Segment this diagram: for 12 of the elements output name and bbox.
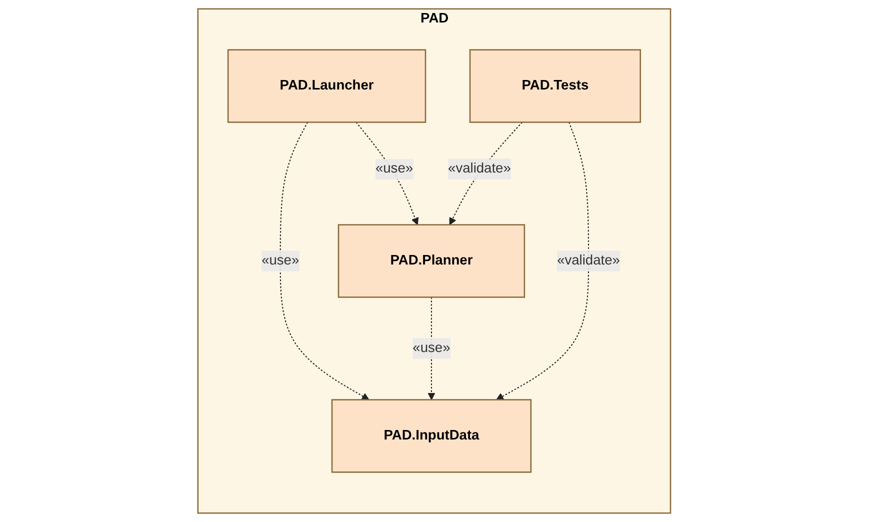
edge-label: «use» [376,161,414,176]
node-box: PAD.Launcher [228,49,426,123]
edge-label: «validate» [557,253,620,268]
arrow [280,122,370,400]
node-box: PAD.InputData [332,399,532,473]
edge-label: «use» [412,340,451,356]
arrow [356,122,419,226]
arrow [496,122,590,400]
edge-label: «validate» [448,161,512,176]
node-box: PAD.Planner [338,224,526,298]
node-box: PAD.Tests [470,49,642,123]
edge-label: «use» [262,253,300,268]
